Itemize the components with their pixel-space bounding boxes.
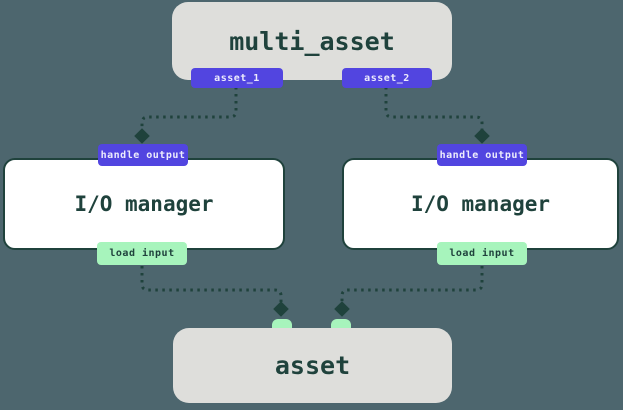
node-io-manager-right: I/O manager <box>342 158 619 250</box>
handle-output-badge-right-label: handle output <box>439 149 525 161</box>
node-multi-asset-label: multi_asset <box>229 26 395 56</box>
load-input-badge-right: load input <box>437 242 527 265</box>
output-badge-asset-1-label: asset_1 <box>214 72 260 84</box>
load-input-badge-left-label: load input <box>109 248 175 259</box>
handle-output-badge-left-label: handle output <box>100 149 186 161</box>
output-badge-asset-2: asset_2 <box>342 68 432 88</box>
load-input-badge-right-label: load input <box>449 248 515 259</box>
diamond-arrowhead-right-bottom <box>334 301 350 317</box>
node-asset-label: asset <box>274 351 351 380</box>
output-badge-asset-1: asset_1 <box>191 68 283 88</box>
edge-asset1-to-handle-output-left <box>140 87 238 130</box>
handle-output-badge-left: handle output <box>98 144 188 166</box>
node-asset: asset <box>173 328 452 403</box>
diamond-arrowhead-left-bottom <box>273 301 289 317</box>
node-io-manager-right-label: I/O manager <box>410 192 551 216</box>
edge-load-input-left-to-asset <box>140 266 283 302</box>
node-io-manager-left-label: I/O manager <box>74 192 214 216</box>
output-badge-asset-2-label: asset_2 <box>364 72 410 84</box>
handle-output-badge-right: handle output <box>437 144 527 166</box>
edge-load-input-right-to-asset <box>340 266 484 302</box>
node-multi-asset: multi_asset <box>172 2 452 80</box>
edge-asset2-to-handle-output-right <box>384 87 484 130</box>
node-io-manager-left: I/O manager <box>3 158 285 250</box>
diamond-arrowhead-right-top <box>474 128 490 144</box>
load-input-badge-left: load input <box>97 242 187 265</box>
diamond-arrowhead-left-top <box>134 128 150 144</box>
